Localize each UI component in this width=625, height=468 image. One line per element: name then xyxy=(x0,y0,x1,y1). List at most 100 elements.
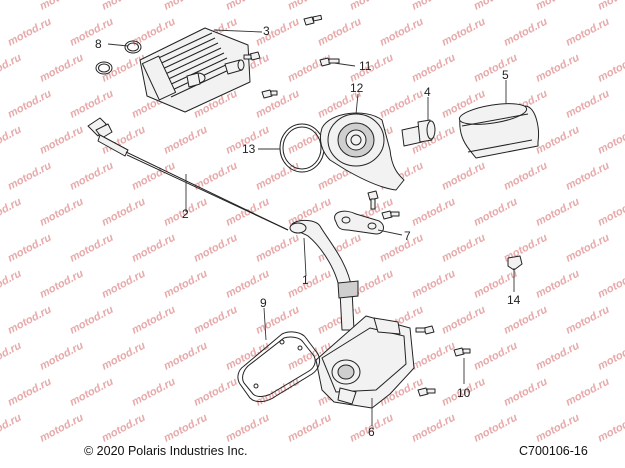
watermark-text: motod.ru xyxy=(254,232,302,265)
drawing-number: C700106-16 xyxy=(519,444,588,458)
watermark-text: motod.ru xyxy=(6,16,54,49)
watermark-text: motod.ru xyxy=(162,340,210,373)
watermark-text: motod.ru xyxy=(100,0,148,13)
watermark-text: motod.ru xyxy=(38,0,86,13)
watermark-text: motod.ru xyxy=(130,376,178,409)
watermark-text: motod.ru xyxy=(596,0,625,13)
watermark-text: motod.ru xyxy=(378,88,426,121)
watermark-text: motod.ru xyxy=(472,196,520,229)
watermark-text: motod.ru xyxy=(68,232,116,265)
watermark-text: motod.ru xyxy=(6,88,54,121)
watermark-text: motod.ru xyxy=(0,0,24,13)
callout-10: 10 xyxy=(457,386,471,400)
watermark-text: motod.ru xyxy=(316,16,364,49)
callout-14: 14 xyxy=(507,293,521,307)
watermark-text: motod.ru xyxy=(0,52,24,85)
watermark-text: motod.ru xyxy=(596,124,625,157)
watermark-text: motod.ru xyxy=(440,232,488,265)
part-oil-cooler xyxy=(139,27,251,113)
watermark-text: motod.ru xyxy=(564,304,612,337)
watermark-text: motod.ru xyxy=(192,232,240,265)
watermark-text: motod.ru xyxy=(0,412,24,445)
watermark-text: motod.ru xyxy=(596,52,625,85)
watermark-text: motod.ru xyxy=(6,160,54,193)
watermark-text: motod.ru xyxy=(472,340,520,373)
watermark-text: motod.ru xyxy=(348,0,396,13)
watermark-text: motod.ru xyxy=(534,52,582,85)
watermark-text: motod.ru xyxy=(0,340,24,373)
watermark-text: motod.ru xyxy=(254,160,302,193)
watermark-text: motod.ru xyxy=(68,160,116,193)
callout-3: 3 xyxy=(263,24,270,38)
watermark-text: motod.ru xyxy=(534,268,582,301)
watermark-text: motod.ru xyxy=(38,52,86,85)
part-oil-pan-cover xyxy=(315,315,415,409)
watermark-text: motod.ru xyxy=(224,340,272,373)
watermark-text: motod.ru xyxy=(0,196,24,229)
watermark-text: motod.ru xyxy=(254,376,302,409)
watermark-text: motod.ru xyxy=(410,412,458,445)
part-bolts xyxy=(243,14,471,397)
part-filter-nipple xyxy=(401,119,436,147)
watermark-text: motod.ru xyxy=(162,412,210,445)
watermark-text: motod.ru xyxy=(534,340,582,373)
watermark-text: motod.ru xyxy=(38,340,86,373)
watermark-text: motod.ru xyxy=(224,196,272,229)
watermark-text: motod.ru xyxy=(6,304,54,337)
callout-7: 7 xyxy=(404,229,411,243)
watermark-text: motod.ru xyxy=(440,160,488,193)
part-dipstick-tube xyxy=(289,219,359,331)
watermark-text: motod.ru xyxy=(534,412,582,445)
watermark-text: motod.ru xyxy=(286,268,334,301)
copyright-notice: © 2020 Polaris Industries Inc. xyxy=(84,444,248,458)
watermark-text: motod.ru xyxy=(534,196,582,229)
watermark-text: motod.ru xyxy=(100,196,148,229)
watermark-text: motod.ru xyxy=(348,52,396,85)
watermark-text: motod.ru xyxy=(286,412,334,445)
watermark-text: motod.ru xyxy=(0,124,24,157)
callout-8: 8 xyxy=(95,37,102,51)
watermark-text: motod.ru xyxy=(68,304,116,337)
part-gasket xyxy=(334,210,384,235)
part-cover-gasket xyxy=(237,331,321,403)
callout-13: 13 xyxy=(242,142,256,156)
watermark-text: motod.ru xyxy=(6,376,54,409)
leader-lines xyxy=(107,29,515,426)
watermark-text: motod.ru xyxy=(502,16,550,49)
watermark-text: motod.ru xyxy=(192,304,240,337)
watermark-text: motod.ru xyxy=(564,88,612,121)
watermark-text: motod.ru xyxy=(410,268,458,301)
watermark-text: motod.ru xyxy=(68,376,116,409)
part-oil-filter xyxy=(458,103,539,159)
watermark-text: motod.ru xyxy=(502,160,550,193)
watermark-text: motod.ru xyxy=(410,0,458,13)
watermark-text: motod.ru xyxy=(130,232,178,265)
callout-9: 9 xyxy=(260,296,267,310)
callout-6: 6 xyxy=(368,425,375,439)
watermark-text: motod.ru xyxy=(472,412,520,445)
watermark-text: motod.ru xyxy=(596,340,625,373)
callout-1: 1 xyxy=(302,273,309,287)
watermark-text: motod.ru xyxy=(534,124,582,157)
watermark-text: motod.ru xyxy=(162,124,210,157)
callout-4: 4 xyxy=(424,85,431,99)
watermark-text: motod.ru xyxy=(38,196,86,229)
watermark-text: motod.ru xyxy=(130,160,178,193)
watermark-text: motod.ru xyxy=(38,124,86,157)
watermark-text: motod.ru xyxy=(564,160,612,193)
watermark-text: motod.ru xyxy=(254,88,302,121)
watermark-text: motod.ru xyxy=(378,232,426,265)
watermark-text: motod.ru xyxy=(192,376,240,409)
watermark-text: motod.ru xyxy=(502,376,550,409)
watermark-text: motod.ru xyxy=(38,412,86,445)
watermark-text: motod.ru xyxy=(472,52,520,85)
callout-11: 11 xyxy=(359,59,372,73)
watermark-text: motod.ru xyxy=(68,88,116,121)
callout-labels: 1 2 3 4 5 6 7 8 9 10 11 12 13 14 xyxy=(95,24,521,439)
watermark-text: motod.ru xyxy=(6,232,54,265)
watermark-text: motod.ru xyxy=(596,196,625,229)
watermark-text: motod.ru xyxy=(440,304,488,337)
callout-12: 12 xyxy=(350,81,364,95)
